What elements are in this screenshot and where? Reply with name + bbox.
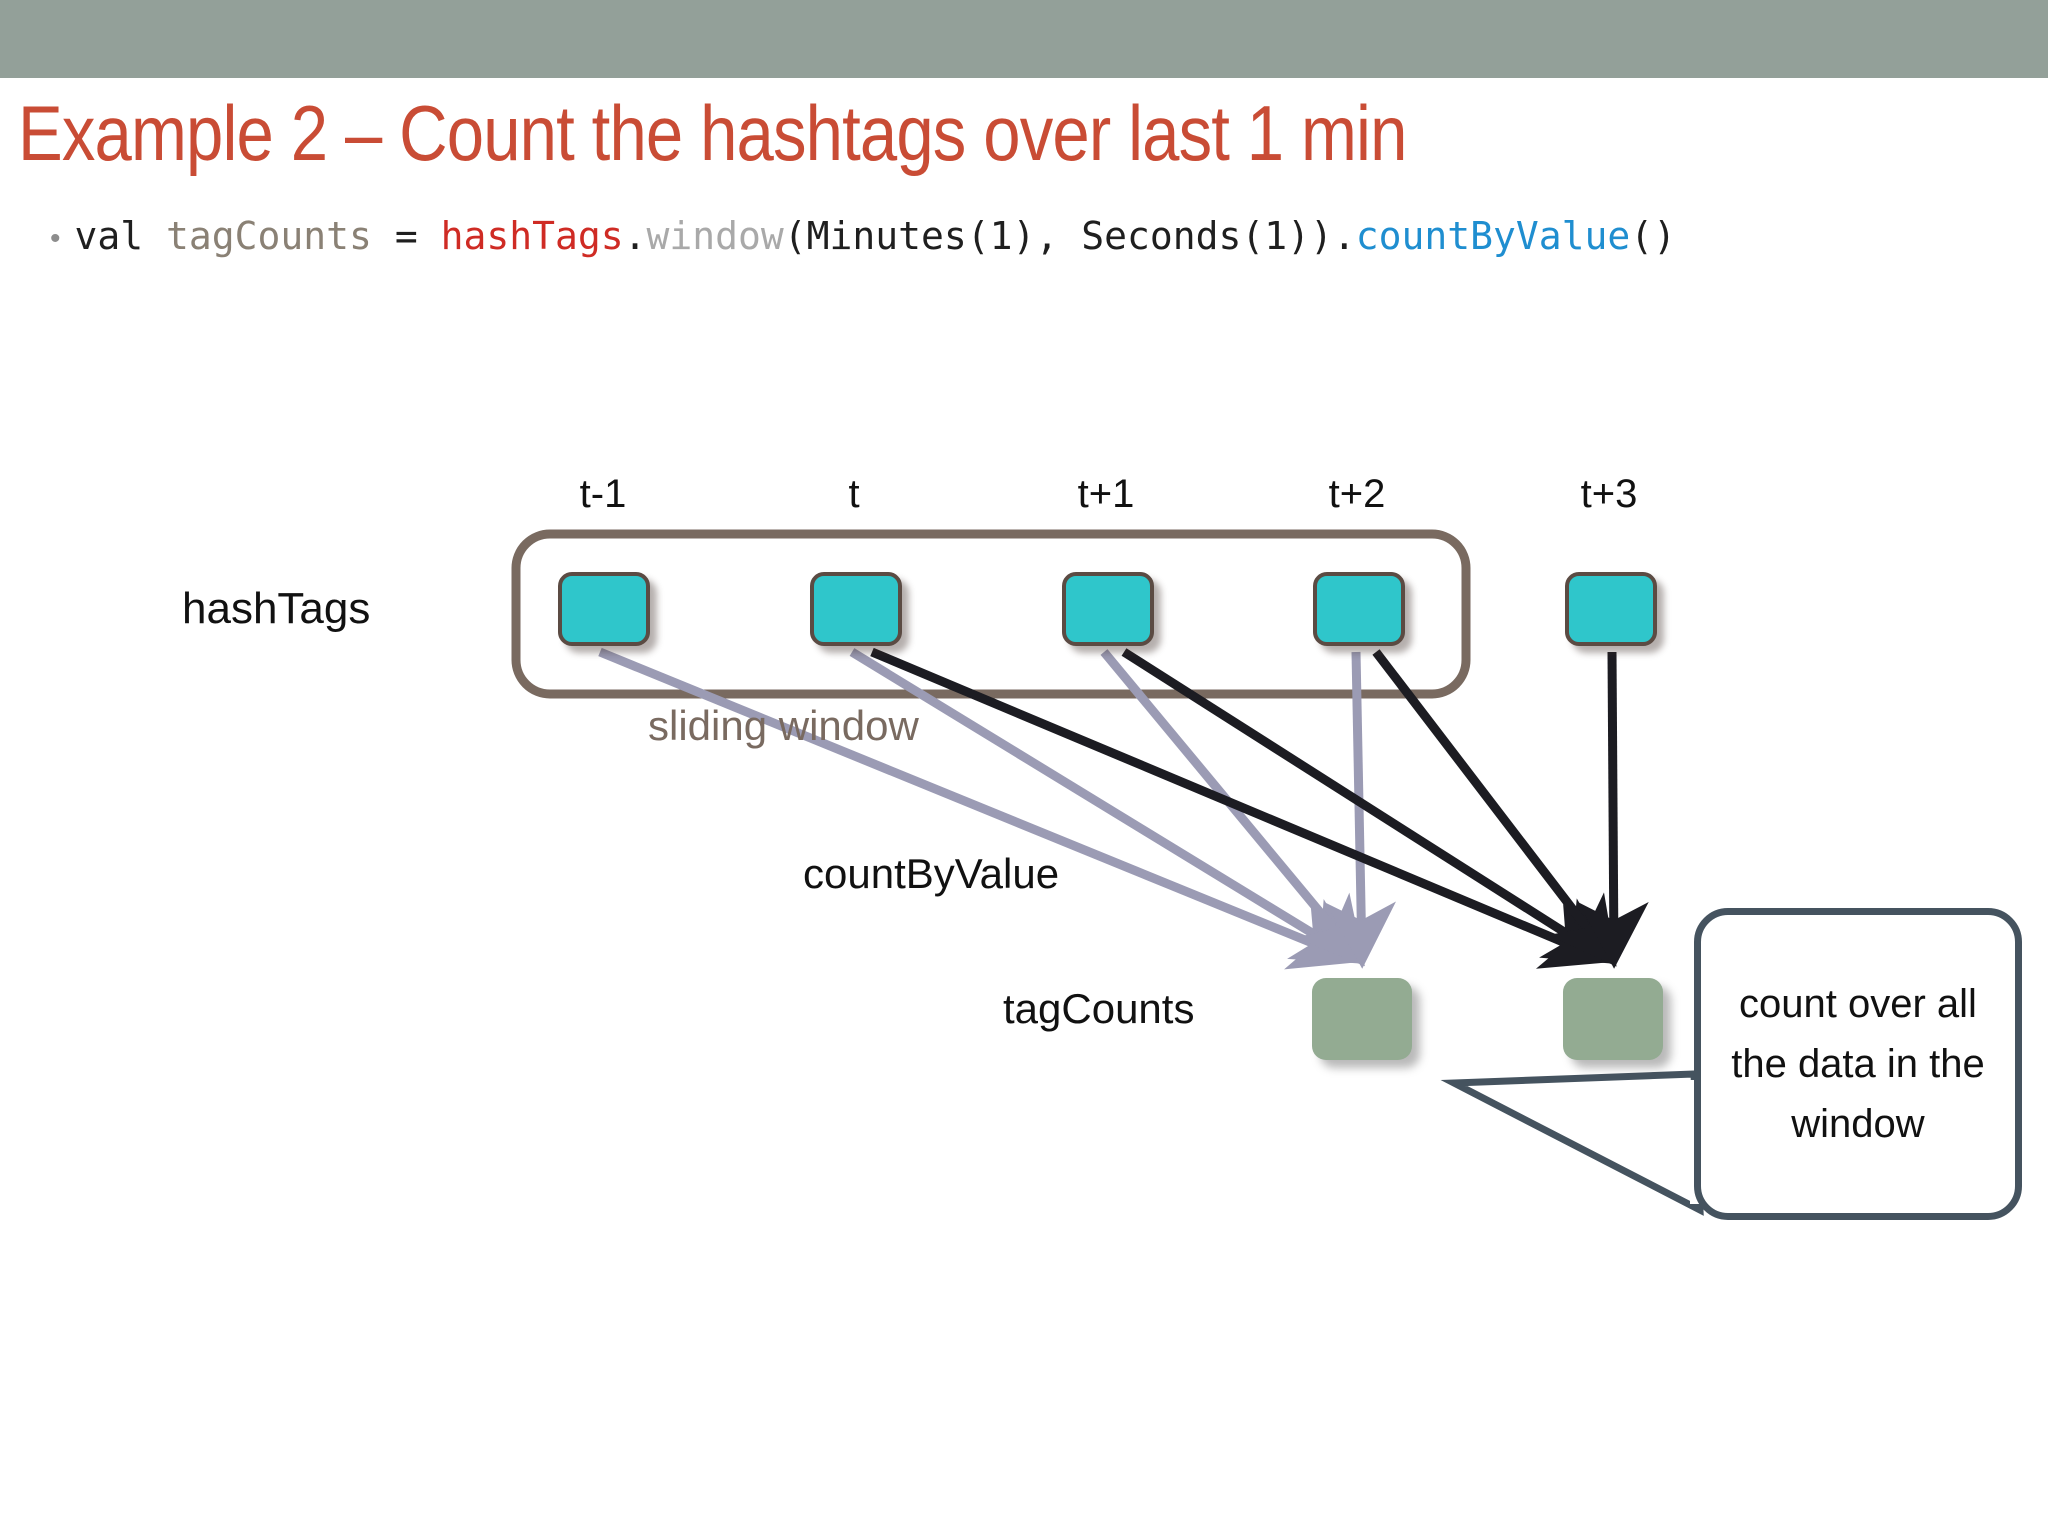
callout-line-1: count over all xyxy=(1739,982,1977,1026)
bullet-marker: • xyxy=(50,221,61,255)
code-snippet-line: •val tagCounts = hashTags.window(Minutes… xyxy=(50,208,2040,264)
row-label-tagcounts: tagCounts xyxy=(1003,985,1195,1032)
time-tick-t-plus-2: t+2 xyxy=(1328,472,1386,516)
time-tick-t-plus-1: t+1 xyxy=(1077,472,1135,516)
arrow-t-plus-2-to-window-1 xyxy=(1325,651,1396,969)
time-tick-t: t xyxy=(848,472,860,516)
window-1-arrows xyxy=(598,647,1396,970)
code-token-countbyvalue: countByValue xyxy=(1355,214,1631,258)
arrow-t-plus-1-to-window-1 xyxy=(1100,649,1365,967)
event-box-t-minus-1[interactable] xyxy=(558,572,650,646)
time-tick-t-plus-3: t+3 xyxy=(1580,472,1638,516)
arrow-t-plus-1-to-window-2 xyxy=(1121,648,1615,964)
arrow-t-plus-3-to-window-2 xyxy=(1578,651,1649,969)
event-box-t-plus-2[interactable] xyxy=(1313,572,1405,646)
callout-text: count over all the data in the window xyxy=(1713,974,2003,1154)
page-title: Example 2 – Count the hashtags over last… xyxy=(18,89,1407,177)
code-token-window-args: (Minutes(1), Seconds(1)) xyxy=(783,214,1333,258)
event-box-t-plus-3[interactable] xyxy=(1565,572,1657,646)
code-token-equals: = xyxy=(394,214,441,258)
top-banner xyxy=(0,0,2048,78)
tagcounts-box-window-2[interactable] xyxy=(1563,978,1663,1060)
arrow-t-to-window-1 xyxy=(849,648,1363,964)
callout-tail xyxy=(1440,1070,1704,1216)
time-tick-t-minus-1: t-1 xyxy=(579,472,627,516)
code-token-dot-2: . xyxy=(1332,214,1356,258)
callout-line-3: window xyxy=(1791,1102,1925,1146)
arrow-t-to-window-2 xyxy=(870,647,1611,969)
arrow-t-plus-2-to-window-2 xyxy=(1372,649,1617,967)
countbyvalue-label: countByValue xyxy=(803,850,1060,897)
row-label-hashtags: hashTags xyxy=(182,584,371,633)
code-token-dot-1: . xyxy=(623,214,647,258)
sliding-window-label: sliding window xyxy=(648,702,919,749)
tagcounts-box-window-1[interactable] xyxy=(1312,978,1412,1060)
event-box-t-plus-1[interactable] xyxy=(1062,572,1154,646)
code-token-empty-parens: () xyxy=(1630,214,1677,258)
code-token-val: val xyxy=(74,214,167,258)
callout-line-2: the data in the xyxy=(1731,1042,1985,1086)
callout-bubble: count over all the data in the window xyxy=(1694,908,2022,1220)
arrow-t-minus-1-to-window-1 xyxy=(598,647,1359,970)
code-token-tagcounts: tagCounts xyxy=(166,214,395,258)
window-2-arrows xyxy=(870,647,1649,969)
code-token-window: window xyxy=(646,214,784,258)
code-token-hashtags: hashTags xyxy=(440,214,624,258)
event-box-t[interactable] xyxy=(810,572,902,646)
